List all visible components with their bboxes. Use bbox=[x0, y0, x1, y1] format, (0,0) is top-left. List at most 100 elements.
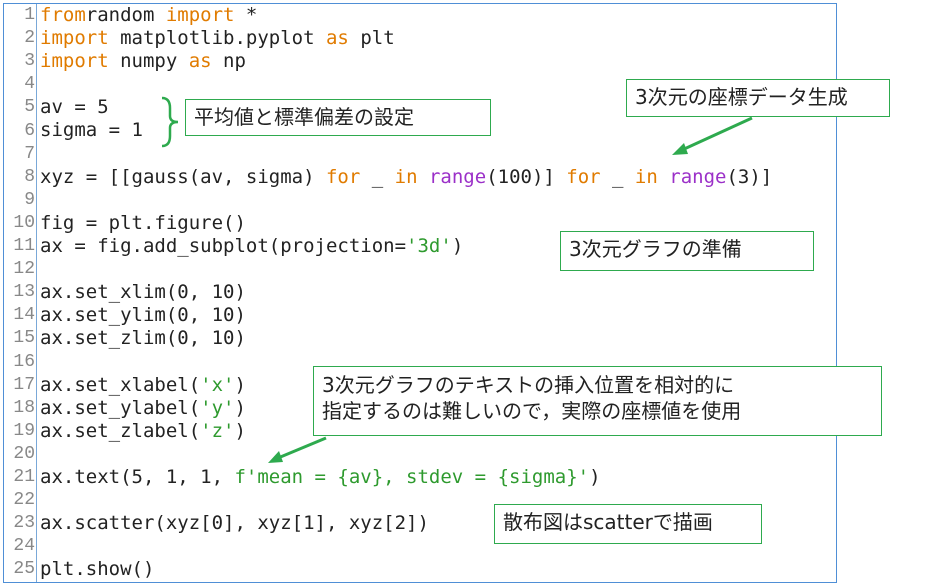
callout-text-pos: 3次元グラフのテキストの挿入位置を相対的に 指定するのは難しいので，実際の座標値… bbox=[313, 366, 882, 436]
line-number: 5 bbox=[24, 97, 35, 118]
line-number: 12 bbox=[13, 259, 35, 280]
code-token: _ bbox=[600, 165, 635, 188]
code-token: '3d' bbox=[406, 234, 452, 257]
code-line: ax.set_ylabel('y') bbox=[40, 397, 772, 420]
line-number: 16 bbox=[13, 351, 35, 372]
line-number: 24 bbox=[13, 536, 35, 557]
arrowhead-text-pos bbox=[268, 451, 283, 463]
callout-scatter: 散布図はscatterで描画 bbox=[494, 504, 762, 544]
line-number: 11 bbox=[13, 236, 35, 256]
code-token: plt.show() bbox=[40, 558, 155, 581]
line-number: 4 bbox=[24, 74, 35, 95]
line-number: 23 bbox=[13, 513, 35, 534]
callout-graph-prep: 3次元グラフの準備 bbox=[560, 231, 814, 271]
callout-text-pos-line1: 3次元グラフのテキストの挿入位置を相対的に bbox=[322, 373, 735, 397]
code-line: ax.scatter(xyz[0], xyz[1], xyz[2]) bbox=[40, 512, 772, 535]
callout-scatter-text: 散布図はscatterで描画 bbox=[503, 510, 713, 534]
code-token: as bbox=[325, 27, 349, 50]
line-number: 6 bbox=[24, 120, 35, 141]
callout-text-pos-line2: 指定するのは難しいので，実際の座標値を使用 bbox=[322, 399, 742, 423]
line-number: 25 bbox=[13, 559, 35, 580]
code-token: random bbox=[85, 4, 166, 26]
line-number: 13 bbox=[13, 282, 35, 303]
code-token: ) bbox=[234, 419, 246, 442]
code-token: 'z' bbox=[200, 419, 235, 442]
line-number: 19 bbox=[13, 420, 35, 441]
code-token: import bbox=[40, 50, 109, 73]
line-number: 8 bbox=[24, 166, 35, 187]
code-token: sigma = 1 bbox=[40, 119, 143, 142]
code-area[interactable]: fromrandom import *import matplotlib.pyp… bbox=[40, 4, 772, 581]
code-token: from bbox=[40, 4, 86, 26]
callout-graph-prep-text: 3次元グラフの準備 bbox=[569, 237, 742, 261]
code-token: f'mean = {av}, stdev = {sigma}' bbox=[234, 465, 590, 488]
code-line: ax.set_zlabel('z') bbox=[40, 420, 772, 443]
code-token: ax.set_xlabel( bbox=[40, 373, 201, 396]
line-number: 17 bbox=[13, 374, 35, 395]
brace-icon bbox=[161, 96, 179, 148]
code-token: range bbox=[428, 165, 487, 188]
code-token: in bbox=[634, 165, 658, 188]
code-line: ax.set_xlim(0, 10) bbox=[40, 281, 772, 304]
line-number: 1 bbox=[24, 5, 35, 25]
code-token: * bbox=[234, 4, 258, 26]
callout-mean-sigma-text: 平均値と標準偏差の設定 bbox=[194, 105, 414, 129]
code-line: fromrandom import * bbox=[40, 4, 772, 27]
line-number: 15 bbox=[13, 328, 35, 349]
code-token: ) bbox=[234, 396, 246, 419]
code-token: ax.set_ylabel( bbox=[40, 396, 201, 419]
line-number: 7 bbox=[24, 143, 35, 164]
code-token: np bbox=[211, 50, 246, 73]
line-number: 20 bbox=[13, 443, 35, 464]
callout-mean-sigma: 平均値と標準偏差の設定 bbox=[185, 99, 491, 136]
code-line: av = 5 bbox=[40, 96, 772, 119]
line-number: 21 bbox=[13, 467, 35, 487]
line-number: 2 bbox=[24, 28, 35, 49]
code-token: ax.set_zlabel( bbox=[40, 419, 201, 442]
code-line: ax.set_ylim(0, 10) bbox=[40, 304, 772, 327]
code-token: av = 5 bbox=[40, 96, 109, 119]
line-number: 18 bbox=[13, 397, 35, 418]
code-token: ) bbox=[451, 234, 464, 257]
code-token: numpy bbox=[108, 50, 189, 73]
code-token: import bbox=[40, 27, 109, 50]
code-line: ax.set_xlabel('x') bbox=[40, 374, 772, 397]
code-token: ) bbox=[589, 465, 601, 488]
callout-coords: 3次元の座標データ生成 bbox=[626, 79, 890, 117]
code-line: import numpy as np bbox=[40, 50, 772, 73]
line-number: 9 bbox=[24, 189, 35, 210]
code-line: plt.show() bbox=[40, 558, 772, 581]
code-line: xyz = [[gauss(av, sigma) for _ in range(… bbox=[40, 166, 772, 189]
code-token: for bbox=[325, 165, 361, 188]
code-token: ax.text(5, 1, 1, bbox=[40, 465, 235, 488]
code-token: _ bbox=[360, 165, 395, 188]
code-token: 'y' bbox=[200, 396, 235, 419]
code-token: matplotlib.pyplot bbox=[108, 27, 326, 50]
code-token: ax.set_xlim(0, 10) bbox=[40, 281, 246, 304]
line-number: 14 bbox=[13, 305, 35, 326]
line-number: 3 bbox=[24, 51, 35, 72]
code-token: ax = fig.add_subplot(projection= bbox=[40, 234, 407, 257]
arrow-coords bbox=[681, 116, 753, 152]
code-token: fig = plt.figure() bbox=[40, 211, 246, 234]
code-token: for bbox=[566, 165, 601, 188]
code-line: ax.text(5, 1, 1, f'mean = {av}, stdev = … bbox=[40, 466, 772, 489]
code-token: ) bbox=[234, 373, 246, 396]
code-token: 'x' bbox=[200, 373, 235, 396]
code-token: ax.scatter(xyz[0], xyz[1], xyz[2]) bbox=[40, 512, 429, 535]
code-token: ax.set_zlim(0, 10) bbox=[40, 327, 246, 350]
code-token: (100)] bbox=[486, 165, 567, 188]
code-line: ax.set_zlim(0, 10) bbox=[40, 327, 772, 350]
code-token: xyz = [[gauss(av, sigma) bbox=[40, 165, 326, 188]
code-token: plt bbox=[348, 27, 395, 50]
code-line: sigma = 1 bbox=[40, 119, 772, 142]
line-number: 10 bbox=[13, 212, 35, 233]
code-token: as bbox=[188, 50, 212, 73]
arrowhead-coords bbox=[672, 143, 688, 155]
code-token: range bbox=[669, 165, 727, 188]
code-line: fig = plt.figure() bbox=[40, 212, 772, 235]
code-token: (3)] bbox=[726, 165, 773, 188]
line-number: 22 bbox=[13, 490, 35, 511]
